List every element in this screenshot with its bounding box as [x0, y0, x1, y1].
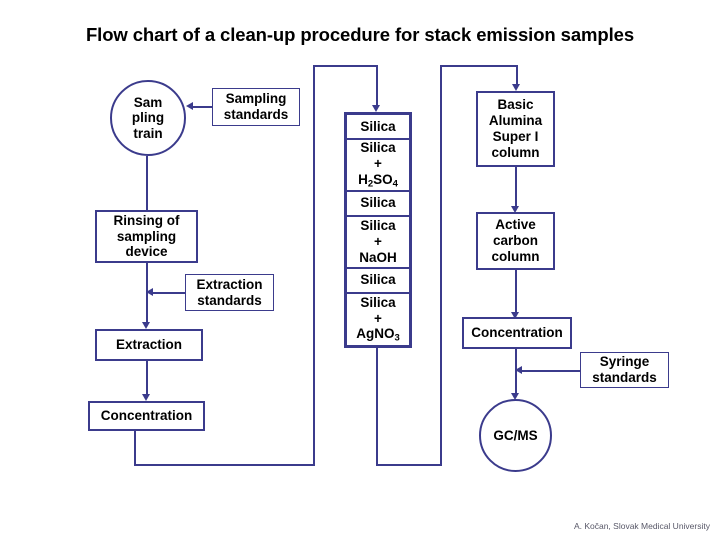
arrow-down-icon-to-carbon [511, 206, 519, 213]
arrow-down-icon-to-gcms [511, 393, 519, 400]
node-active-carbon-column-label: Active carbon column [491, 217, 540, 264]
connector-extraction-to-concentration [146, 361, 148, 397]
node-sampling-standards-label: Sampling standards [223, 91, 289, 122]
silica-cell-2[interactable]: Silica+H2SO4 [347, 140, 409, 192]
node-rinsing-of-sampling-device[interactable]: Rinsing of sampling device [95, 210, 198, 263]
silica-cell-4-label: Silica+NaOH [359, 217, 397, 265]
arrow-down-icon-into-alumina [512, 84, 520, 91]
connector-right-loop-riser [440, 65, 442, 466]
node-basic-alumina-column[interactable]: Basic Alumina Super I column [476, 91, 555, 167]
connector-left-loop-riser [313, 65, 315, 465]
connector-left-loop-into-silica [376, 65, 378, 108]
connector-right-loop-bottom [376, 464, 442, 466]
connector-right-loop-into-alumina [516, 65, 518, 87]
connector-left-loop-bottom [134, 464, 315, 466]
connector-carbon-to-concentration [515, 270, 517, 315]
silica-cell-1-label: Silica [360, 118, 396, 134]
node-gcms[interactable]: GC/MS [479, 399, 552, 472]
arrow-down-icon-to-concentration-left [142, 394, 150, 401]
node-sampling-train-label: Sam pling train [131, 94, 165, 141]
silica-cell-6-label: Silica+AgNO3 [356, 294, 400, 344]
connector-left-loop-down [134, 431, 136, 466]
arrow-left-icon-extraction-standards [146, 288, 153, 296]
node-basic-alumina-column-label: Basic Alumina Super I column [488, 97, 543, 160]
page-title: Flow chart of a clean-up procedure for s… [85, 24, 635, 45]
arrow-down-icon-into-silica-column [372, 105, 380, 112]
silica-cell-1[interactable]: Silica [347, 115, 409, 141]
arrow-left-icon-syringe-standards [515, 366, 522, 374]
connector-train-to-rinsing [146, 156, 148, 210]
silica-cell-6[interactable]: Silica+AgNO3 [347, 294, 409, 345]
connector-alumina-to-carbon [515, 167, 517, 209]
silica-cell-3[interactable]: Silica [347, 192, 409, 217]
node-gcms-label: GC/MS [493, 427, 538, 443]
silica-cell-3-label: Silica [360, 195, 396, 211]
silica-column-stack[interactable]: Silica Silica+H2SO4 Silica Silica+NaOH S… [344, 112, 412, 348]
connector-extraction-standards-to-line [152, 292, 185, 294]
node-rinsing-of-sampling-device-label: Rinsing of sampling device [113, 212, 180, 260]
node-extraction-standards-label: Extraction standards [196, 276, 263, 308]
node-concentration-right[interactable]: Concentration [462, 317, 572, 349]
silica-cell-2-label: Silica+H2SO4 [358, 140, 398, 190]
node-extraction[interactable]: Extraction [95, 329, 203, 361]
arrow-down-icon-to-extraction [142, 322, 150, 329]
silica-cell-4[interactable]: Silica+NaOH [347, 217, 409, 269]
node-syringe-standards-label: Syringe standards [592, 354, 657, 385]
connector-sampling-standards-to-train [192, 106, 212, 108]
node-concentration-right-label: Concentration [471, 325, 563, 341]
node-concentration-left[interactable]: Concentration [88, 401, 205, 431]
node-concentration-left-label: Concentration [100, 408, 193, 424]
arrow-down-icon-to-concentration-right [511, 312, 519, 319]
connector-syringe-standards-to-line [521, 370, 580, 372]
node-sampling-standards[interactable]: Sampling standards [212, 88, 300, 126]
node-extraction-standards[interactable]: Extraction standards [185, 274, 274, 311]
connector-left-loop-top [313, 65, 378, 67]
arrow-left-icon-sampling-standards [186, 102, 193, 110]
node-syringe-standards[interactable]: Syringe standards [580, 352, 669, 388]
footer-credit: A. Kočan, Slovak Medical University [573, 521, 710, 531]
silica-cell-5[interactable]: Silica [347, 269, 409, 294]
node-active-carbon-column[interactable]: Active carbon column [476, 212, 555, 270]
connector-right-loop-down [376, 348, 378, 466]
node-sampling-train[interactable]: Sam pling train [110, 80, 186, 156]
connector-right-loop-top [440, 65, 518, 67]
node-extraction-label: Extraction [115, 337, 183, 353]
silica-cell-5-label: Silica [360, 272, 396, 288]
